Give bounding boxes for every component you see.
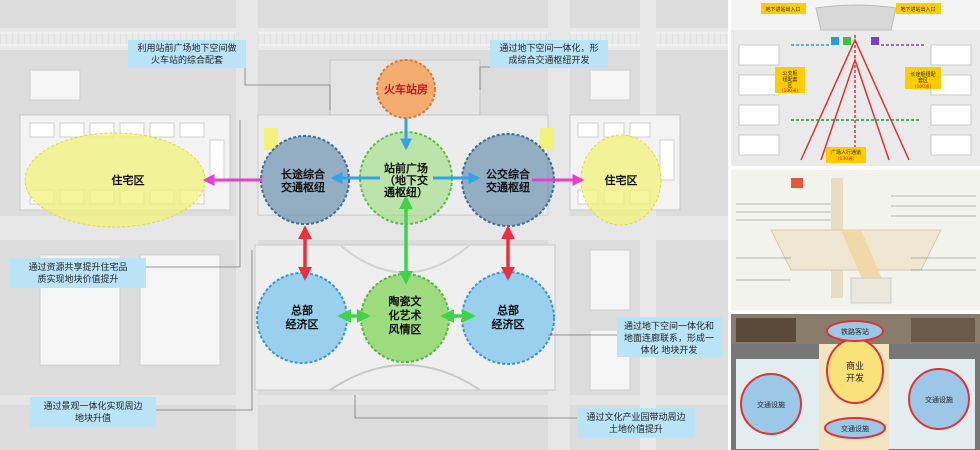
panel3-center-l2: 开发	[846, 372, 864, 384]
residential-zone-right	[580, 134, 662, 226]
label-plaza-l2: （地下交	[384, 173, 428, 187]
panel3-left-label: 交通设施	[757, 400, 785, 409]
panel1-right-l2: 套区	[918, 77, 928, 84]
panel3-center-l1: 商业	[846, 360, 864, 372]
panel1-left-l2: 纽配套	[782, 76, 797, 83]
panel1-left-count: （100米）	[779, 87, 801, 94]
main-site-plan	[0, 0, 728, 450]
callout-top-left-l2: 火车站的综合配套	[151, 54, 223, 66]
panel3-top-label: 铁路客站	[841, 327, 869, 336]
callout-top-left-l1: 利用站前广场地下空间做	[137, 42, 236, 54]
label-hq-left-l1: 总部	[291, 303, 313, 317]
panel3-bottom-label: 交通设施	[841, 424, 869, 433]
callout-mid-left-l1: 通过资源共享提升住宅品	[28, 261, 127, 273]
label-long-hub-l1: 长途综合	[281, 167, 326, 181]
panel3-right-label: 交通设施	[925, 395, 953, 404]
label-plaza-l3: 通枢纽）	[384, 185, 428, 199]
callout-right	[617, 317, 722, 357]
callout-top-right-l1: 通过地下空间一体化，形	[499, 42, 598, 54]
callout-mid-left-l2: 质实现地块价值提升	[37, 273, 118, 285]
panel1-label-top-right: 地下进站出入口	[900, 6, 935, 13]
inset-underground-plan: 地下进站出入口 地下进站出入口 公交枢 纽配套 区 （100米） 长途枢纽配 套…	[731, 0, 980, 166]
label-station: 火车站房	[384, 82, 428, 96]
label-bus-hub-l2: 交通枢纽	[486, 180, 530, 194]
callout-bottom-left	[30, 397, 156, 427]
long-distance-hub-circle	[260, 135, 350, 225]
panel1-left-l1: 公交枢	[782, 70, 797, 77]
label-long-hub-l2: 交通枢纽	[281, 180, 325, 194]
callout-bottom-right-l1: 通过文化产业园带动周边	[586, 411, 685, 423]
callout-mid-left	[10, 258, 146, 288]
inset-commercial-diagram: 铁路客站 商业 开发 交通设施 交通设施 交通设施	[731, 314, 980, 450]
panel1-bottom-l2: （130米）	[835, 155, 857, 162]
label-resid-left: 住宅区	[112, 173, 145, 187]
label-hq-right-l2: 经济区	[492, 317, 525, 331]
callout-top-right	[490, 40, 608, 68]
callout-bottom-left-l2: 地块升值	[75, 412, 111, 424]
panel1-right-count: （100米）	[912, 83, 934, 90]
label-culture-l2: 化艺术	[389, 308, 422, 322]
callout-bottom-right	[577, 408, 695, 438]
panel1-bottom-l1: 广场人行通道	[831, 149, 861, 156]
callout-bottom-right-l2: 土地价值提升	[609, 423, 663, 435]
callout-top-left	[128, 40, 246, 68]
label-resid-right: 住宅区	[605, 173, 638, 187]
label-hq-left-l2: 经济区	[286, 317, 319, 331]
zone-diagram: 火车站房 站前广场 （地下交 通枢纽） 长途综合 交通枢纽 公交综合 交通枢纽 …	[10, 40, 722, 438]
inset-section-diagram	[731, 170, 980, 310]
callout-right-l3: 体化 地块开发	[641, 344, 698, 356]
callout-bottom-left-l1: 通过景观一体化实现周边	[43, 400, 142, 412]
callout-right-l1: 通过地下空间一体化和	[624, 320, 714, 332]
callout-top-right-l2: 成综合交通枢纽开发	[508, 54, 589, 66]
label-hq-right-l1: 总部	[497, 303, 519, 317]
label-culture-l1: 陶瓷文	[389, 294, 423, 308]
label-culture-l3: 风情区	[389, 322, 422, 336]
panel1-right-l1: 长途枢纽配	[910, 71, 935, 78]
panel1-left-l3: 区	[787, 83, 792, 89]
callout-right-l2: 地面连廊联系，形成一	[624, 332, 714, 344]
panel1-label-top-left: 地下进站出入口	[765, 6, 800, 13]
label-bus-hub-l1: 公交综合	[486, 167, 531, 181]
label-plaza-l1: 站前广场	[384, 161, 428, 175]
